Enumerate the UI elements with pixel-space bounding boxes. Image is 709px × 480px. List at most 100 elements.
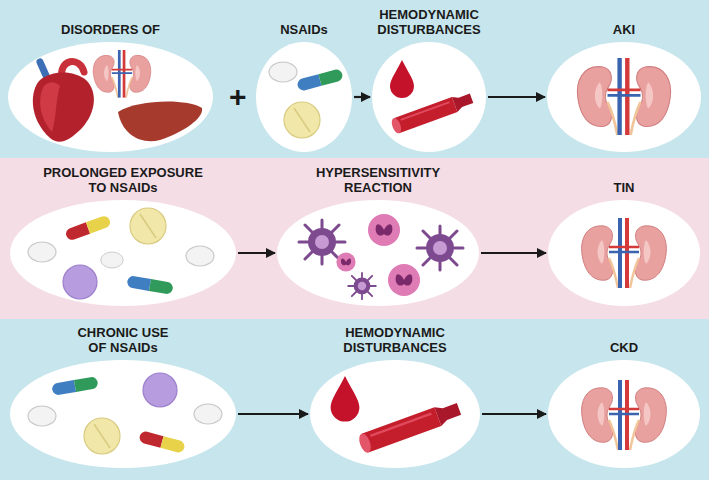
pills-illustration (64, 214, 111, 241)
organs-illustration (33, 50, 202, 142)
immune-cells-illustration (388, 264, 420, 296)
ellipse-fill (256, 42, 352, 152)
heart (40, 82, 60, 132)
ellipse-node: CKD (548, 360, 700, 468)
node-heading: CKD (549, 338, 699, 356)
pills-illustration (28, 208, 214, 299)
ellipse-node: CHRONIC USE OF NSAIDs (10, 360, 236, 468)
node-heading: HEMODYNAMIC DISTURBANCES (330, 326, 460, 356)
ellipse-node: NSAIDs (256, 42, 352, 152)
blood-vessel-illustration (390, 60, 474, 135)
heading-text: TIN (614, 181, 635, 196)
arrow-connector (481, 252, 546, 254)
pills-illustration (143, 373, 177, 407)
node-heading: HYPERSENSITIVITY REACTION (293, 166, 463, 196)
arrow-connector (354, 96, 370, 98)
heart (40, 62, 48, 80)
heading-text: AKI (613, 23, 635, 38)
ellipse-node: HEMODYNAMIC DISTURBANCES (310, 360, 480, 468)
immune-cells-illustration (417, 226, 463, 270)
pills-illustration (284, 102, 320, 138)
node-heading: PROLONGED EXPOSURE TO NSAIDs (36, 166, 211, 196)
ellipse-outline (8, 42, 213, 152)
middle-band (0, 158, 709, 319)
ellipse-fill (547, 42, 701, 152)
heading-text: CKD (610, 341, 638, 356)
heading-text: NSAIDs (280, 23, 328, 38)
immune-cells-illustration (348, 273, 376, 299)
kidneys (577, 58, 670, 135)
bottom-band (0, 319, 709, 480)
pills-illustration (101, 252, 123, 268)
heart (33, 62, 94, 142)
plus-sign: + (229, 82, 247, 112)
ellipse-node: PROLONGED EXPOSURE TO NSAIDs (10, 200, 236, 306)
node-heading: TIN (549, 178, 699, 196)
heading-text: PROLONGED EXPOSURE TO NSAIDs (36, 166, 211, 196)
pills-illustration (28, 242, 56, 262)
immune-cells-illustration (368, 214, 400, 246)
immune-cells-illustration (299, 214, 463, 299)
ellipse-outline (310, 360, 480, 468)
ellipse-node: HYPERSENSITIVITY REACTION (277, 200, 479, 306)
arrow-connector (488, 96, 545, 98)
pills-illustration (138, 430, 186, 453)
top-band (0, 0, 709, 158)
ellipse-outline (10, 360, 236, 468)
pills-illustration (28, 373, 222, 454)
pills-illustration (130, 208, 166, 244)
pills-illustration (63, 265, 97, 299)
heart (62, 62, 84, 80)
blood-vessel-illustration (357, 400, 463, 455)
ellipse-fill (10, 200, 236, 306)
immune-cells-illustration (299, 220, 345, 264)
node-heading: CHRONIC USE OF NSAIDs (68, 326, 178, 356)
immune-cells-illustration (336, 252, 355, 271)
heading-text: HYPERSENSITIVITY REACTION (293, 166, 463, 196)
ellipse-outline (10, 200, 236, 306)
ellipse-fill (548, 360, 700, 468)
pills-illustration (51, 376, 98, 396)
ellipse-fill (372, 42, 486, 152)
heading-text: HEMODYNAMIC DISTURBANCES (330, 326, 460, 356)
arrow-connector (238, 252, 275, 254)
blood-vessel-illustration (390, 91, 474, 135)
kidneys (93, 50, 151, 98)
pills-illustration (84, 418, 120, 454)
ellipse-fill (277, 200, 479, 306)
arrow-connector (482, 413, 546, 415)
ellipse-fill (548, 200, 700, 306)
node-heading: NSAIDs (254, 20, 354, 38)
pills-illustration (186, 246, 214, 266)
pills-illustration (194, 404, 222, 424)
node-heading: HEMODYNAMIC DISTURBANCES (364, 8, 494, 38)
heading-text: CHRONIC USE OF NSAIDs (68, 326, 178, 356)
ellipse-node: TIN (548, 200, 700, 306)
liver (118, 102, 202, 142)
arrow-connector (238, 413, 308, 415)
ellipse-outline (548, 200, 700, 306)
ellipse-node: HEMODYNAMIC DISTURBANCES (372, 42, 486, 152)
ellipse-fill (310, 360, 480, 468)
pills-illustration (28, 406, 56, 426)
pills-illustration (269, 62, 344, 138)
pills-illustration (296, 68, 344, 91)
heading-text: HEMODYNAMIC DISTURBANCES (364, 8, 494, 38)
pills-illustration (126, 275, 173, 295)
kidneys (582, 380, 667, 450)
ellipse-fill (8, 42, 213, 152)
ellipse-outline (548, 360, 700, 468)
blood-vessel-illustration (331, 376, 463, 454)
blood-vessel-illustration (331, 376, 360, 422)
node-heading: DISORDERS OF (11, 20, 211, 38)
kidneys (582, 218, 667, 288)
node-heading: AKI (549, 20, 699, 38)
ellipse-outline (547, 42, 701, 152)
pills-illustration (269, 62, 297, 82)
ellipse-fill (10, 360, 236, 468)
heading-text: DISORDERS OF (61, 23, 160, 38)
